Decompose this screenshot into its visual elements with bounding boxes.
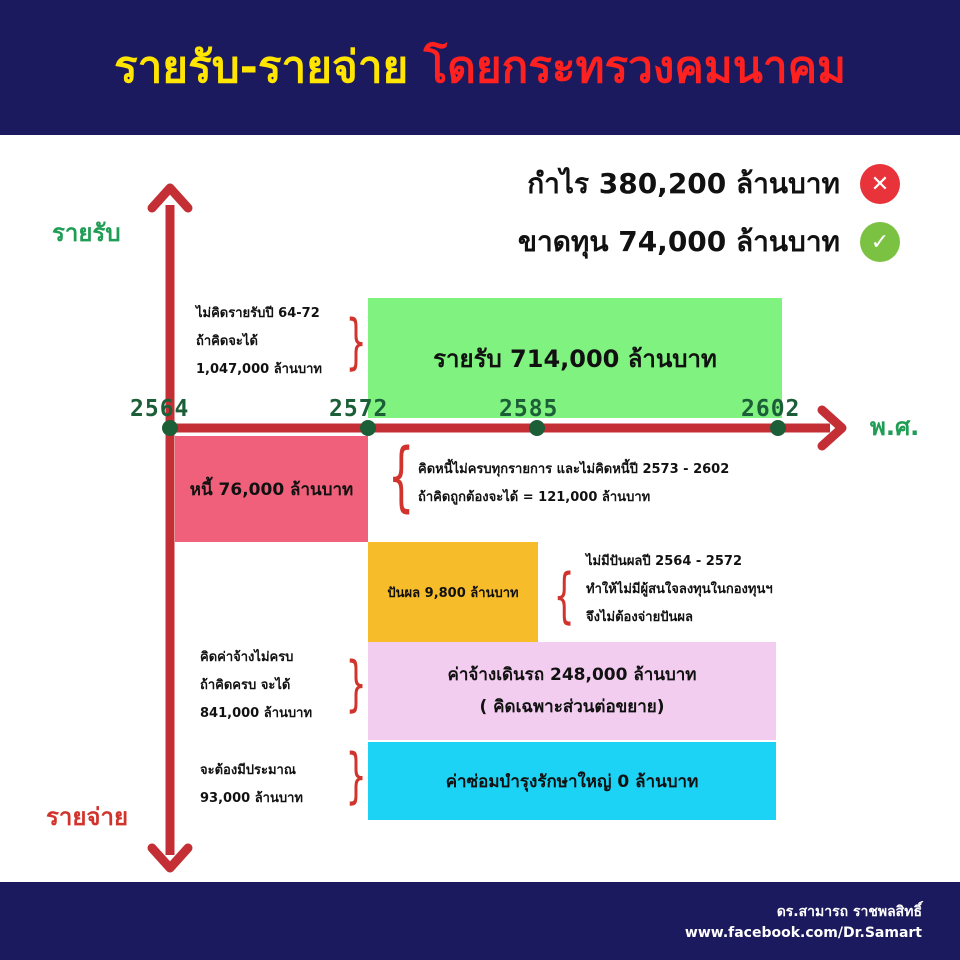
website-link[interactable]: www.facebook.com/Dr.Samart (684, 925, 922, 941)
page-title: รายรับ-รายจ่าย โดยกระทรวงคมนาคม (0, 40, 960, 96)
axis-arrow-up (147, 183, 193, 213)
dividend-note-line: ไม่มีปันผลปี 2564 - 2572 (586, 554, 742, 569)
operating-cost-line: ค่าจ้างเดินรถ 248,000 ล้านบาท (447, 665, 697, 685)
operating-note-line: คิดค่าจ้างไม่ครบ (200, 650, 294, 665)
year-marker (162, 420, 178, 436)
brace-icon: { (553, 561, 575, 631)
operating-note-line: 841,000 ล้านบาท (200, 706, 313, 721)
debt-note-line: คิดหนี้ไม่ครบทุกรายการ และไม่คิดหนี้ปี 2… (418, 462, 730, 477)
income-note-line: 1,047,000 ล้านบาท (196, 362, 322, 377)
brace-icon: { (387, 431, 415, 520)
dividend-box: ปันผล 9,800 ล้านบาท (368, 542, 538, 642)
income-box: รายรับ 714,000 ล้านบาท (368, 298, 782, 418)
income-note-line: ถ้าคิดจะได้ (196, 334, 258, 349)
footer-banner (0, 882, 960, 960)
brace-icon: } (345, 307, 367, 377)
debt-note: คิดหนี้ไม่ครบทุกรายการ และไม่คิดหนี้ปี 2… (418, 456, 818, 512)
title-part-ministry: โดยกระทรวงคมนาคม (423, 42, 847, 93)
dividend-note: ไม่มีปันผลปี 2564 - 2572 ทำให้ไม่มีผู้สน… (586, 548, 846, 632)
maintenance-note-line: 93,000 ล้านบาท (200, 791, 303, 806)
dividend-note-line: จึงไม่ต้องจ่ายปันผล (586, 610, 693, 625)
axis-arrow-right (817, 405, 847, 451)
income-note-line: ไม่คิดรายรับปี 64-72 (196, 306, 320, 321)
author-name: ดร.สามารถ ราชพลสิทธิ์ (776, 904, 922, 920)
year-label: 2602 (741, 396, 801, 422)
header-banner (0, 0, 960, 135)
maintenance-box: ค่าซ่อมบำรุงรักษาใหญ่ 0 ล้านบาท (368, 742, 776, 820)
title-part-income-expense: รายรับ-รายจ่าย (113, 42, 409, 93)
maintenance-note-line: จะต้องมีประมาณ (200, 763, 296, 778)
check-mark-icon: ✓ (860, 222, 900, 262)
year-marker (770, 420, 786, 436)
debt-note-line: ถ้าคิดถูกต้องจะได้ = 121,000 ล้านบาท (418, 490, 651, 505)
operating-cost-box: ค่าจ้างเดินรถ 248,000 ล้านบาท ( คิดเฉพาะ… (368, 642, 776, 740)
credit: ดร.สามารถ ราชพลสิทธิ์ www.facebook.com/D… (685, 902, 922, 944)
income-axis-label: รายรับ (52, 219, 121, 247)
operating-note: คิดค่าจ้างไม่ครบ ถ้าคิดครบ จะได้ 841,000… (200, 644, 350, 728)
year-label: 2564 (130, 396, 190, 422)
loss-status: ขาดทุน 74,000 ล้านบาท (517, 225, 840, 258)
profit-status: กำไร 380,200 ล้านบาท (527, 167, 840, 200)
expense-axis-label: รายจ่าย (46, 803, 129, 831)
year-label: 2572 (329, 396, 389, 422)
year-marker (360, 420, 376, 436)
brace-icon: } (345, 741, 367, 811)
income-note: ไม่คิดรายรับปี 64-72 ถ้าคิดจะได้ 1,047,0… (196, 300, 346, 384)
debt-box: หนี้ 76,000 ล้านบาท (175, 436, 368, 542)
year-label: 2585 (499, 396, 559, 422)
x-mark-icon: ✕ (860, 164, 900, 204)
brace-icon: } (345, 649, 367, 719)
year-marker (529, 420, 545, 436)
operating-note-line: ถ้าคิดครบ จะได้ (200, 678, 291, 693)
dividend-note-line: ทำให้ไม่มีผู้สนใจลงทุนในกองทุนฯ (586, 582, 773, 597)
time-axis-label: พ.ศ. (870, 413, 920, 441)
operating-cost-line: ( คิดเฉพาะส่วนต่อขยาย) (479, 697, 665, 717)
axis-arrow-down (147, 843, 193, 873)
maintenance-note: จะต้องมีประมาณ 93,000 ล้านบาท (200, 757, 350, 813)
